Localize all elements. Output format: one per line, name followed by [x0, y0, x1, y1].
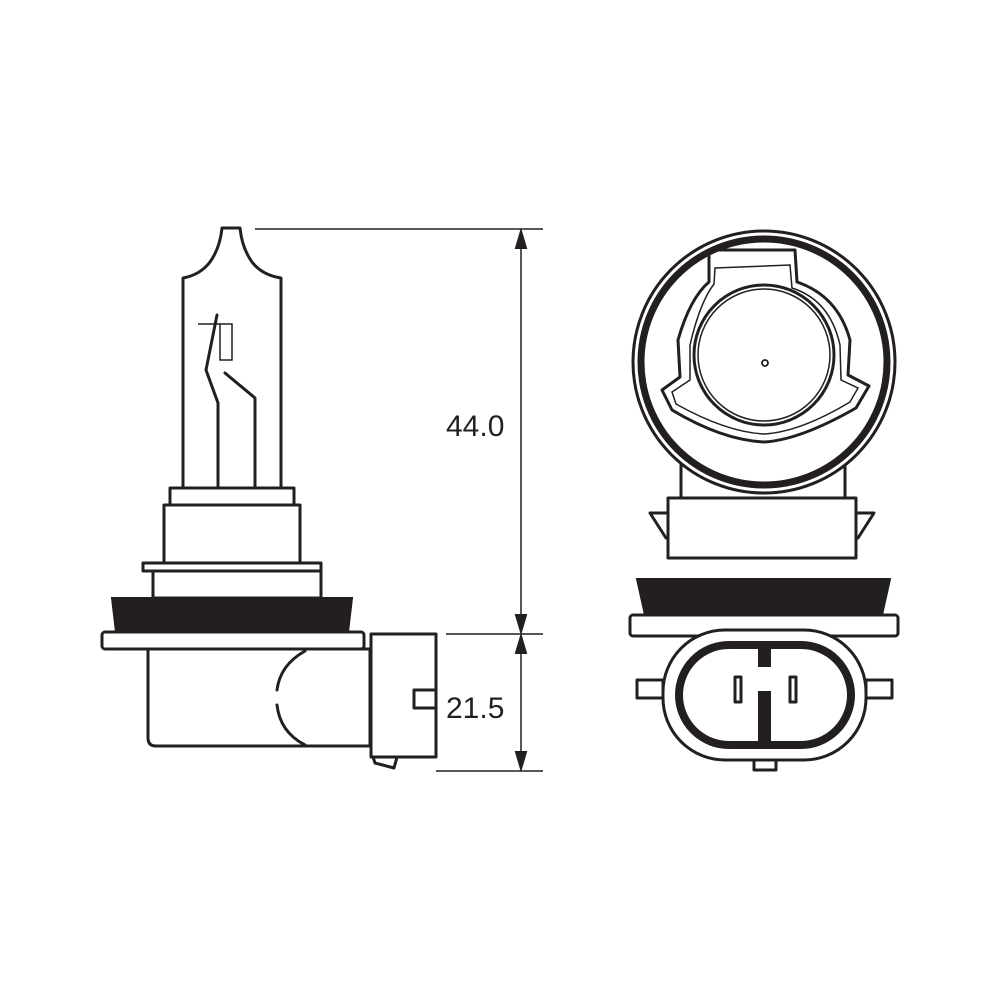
base-upper: [162, 503, 302, 565]
front-view: [628, 229, 900, 772]
capsule-top: [692, 283, 836, 427]
dimension-44: 44.0: [446, 410, 504, 443]
glass-capsule: [181, 226, 283, 490]
plug-tab: [371, 755, 399, 770]
filament-coil: [219, 323, 233, 361]
center-dot: [761, 359, 769, 367]
filament-lead-left: [204, 313, 220, 490]
mounting-plate: [100, 630, 366, 651]
dimension-21-5: 21.5: [446, 692, 504, 725]
side-tab-left: [635, 678, 665, 700]
side-view: [100, 226, 438, 770]
key-top: [758, 647, 771, 667]
gasket-front: [635, 578, 892, 616]
base-middle: [151, 569, 323, 600]
gasket: [110, 597, 354, 633]
pin-left: [733, 675, 743, 704]
key-bottom: [758, 691, 771, 743]
pin-right: [788, 675, 798, 704]
base-block: [666, 496, 858, 560]
side-tab-right: [864, 678, 894, 700]
plug-latch: [412, 688, 438, 710]
capsule-collar: [168, 486, 296, 507]
connector-body: [146, 647, 372, 748]
dimension-lines: 44.0 21.5: [255, 227, 543, 773]
bottom-tab: [752, 758, 778, 772]
filament-lead-right: [223, 371, 257, 490]
bayonet-key-outer: [660, 248, 871, 444]
connector-curve: [275, 649, 307, 747]
